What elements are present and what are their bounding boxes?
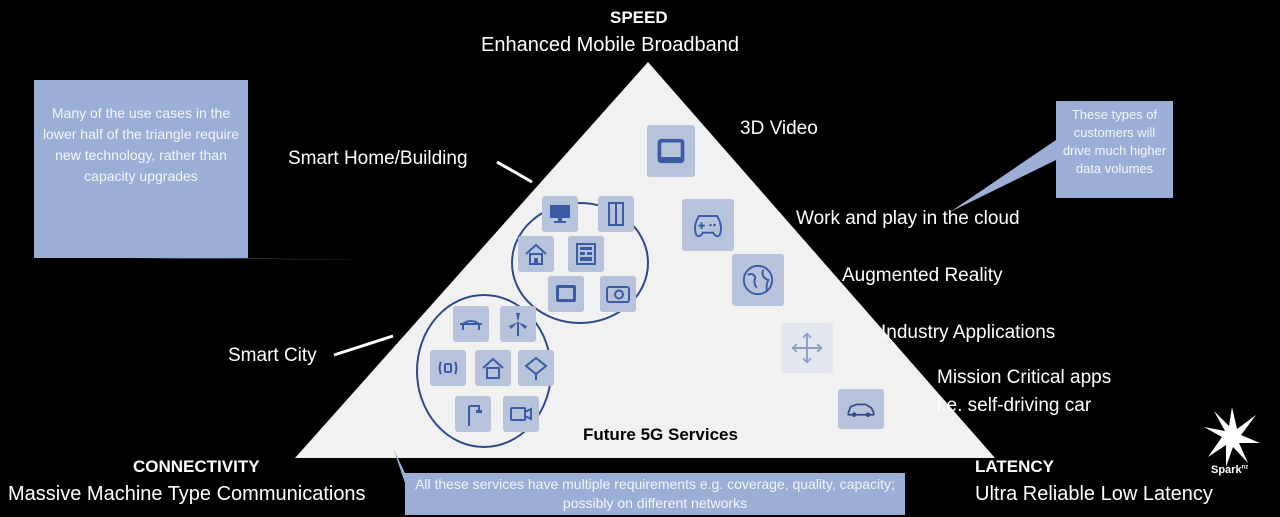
spark-logo-mark bbox=[1204, 407, 1260, 467]
callout-bottom-text: All these services have multiple require… bbox=[415, 476, 895, 511]
spark-logo-text: Sparknz bbox=[1211, 464, 1249, 476]
corner-left-subtitle: Massive Machine Type Communications bbox=[8, 483, 366, 505]
callout-bottom-shape bbox=[393, 448, 905, 515]
door-icon bbox=[598, 196, 634, 232]
corner-right-title: LATENCY bbox=[975, 457, 1055, 476]
label-mission-critical: Mission Critical apps bbox=[937, 367, 1112, 388]
center-label: Future 5G Services bbox=[583, 425, 738, 444]
camera-icon bbox=[600, 276, 636, 312]
label-industry-apps: Industry Applications bbox=[881, 322, 1056, 343]
label-smart-city: Smart City bbox=[228, 345, 317, 366]
tablet-icon bbox=[647, 125, 695, 177]
wind-turbine-icon bbox=[500, 306, 536, 342]
corner-left-title: CONNECTIVITY bbox=[133, 457, 260, 476]
globe-icon bbox=[732, 254, 784, 306]
panel-icon bbox=[568, 236, 604, 272]
gamepad-icon bbox=[682, 199, 734, 251]
home-icon bbox=[518, 236, 554, 272]
callout-right-text: These types of customers will drive much… bbox=[1062, 107, 1167, 176]
callout-right-shape bbox=[950, 101, 1173, 212]
monitor-icon bbox=[542, 196, 578, 232]
label-work-play: Work and play in the cloud bbox=[796, 208, 1020, 229]
signal-icon bbox=[430, 350, 466, 386]
label-augmented-reality: Augmented Reality bbox=[842, 265, 1003, 286]
smart-city-leader bbox=[333, 334, 394, 357]
video-camera-icon bbox=[503, 396, 539, 432]
smart-home-circle bbox=[511, 202, 649, 324]
label-smart-home: Smart Home/Building bbox=[288, 148, 468, 169]
streetlight-icon bbox=[455, 396, 491, 432]
label-self-driving: i.e. self-driving car bbox=[937, 395, 1092, 416]
apex-subtitle: Enhanced Mobile Broadband bbox=[481, 34, 739, 56]
bridge-icon bbox=[453, 306, 489, 342]
car-icon bbox=[838, 389, 884, 429]
callout-left-shape bbox=[34, 80, 412, 260]
smart-home-leader bbox=[496, 160, 533, 184]
label-3d-video: 3D Video bbox=[740, 118, 818, 139]
home-icon bbox=[475, 350, 511, 386]
corner-right-subtitle: Ultra Reliable Low Latency bbox=[975, 483, 1213, 505]
services-triangle bbox=[295, 62, 995, 458]
apex-title: SPEED bbox=[610, 8, 668, 27]
callout-left-text: Many of the use cases in the lower half … bbox=[42, 105, 240, 184]
tablet-icon bbox=[548, 276, 584, 312]
arrows-icon bbox=[781, 323, 833, 373]
kite-icon bbox=[518, 350, 554, 386]
